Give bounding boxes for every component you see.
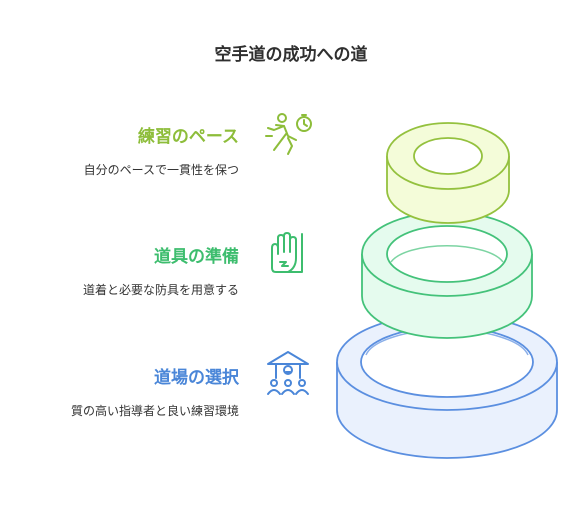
step-pace-heading: 練習のペース [137, 127, 239, 147]
ring-top [386, 122, 510, 224]
step-equipment-heading: 道具の準備 [154, 247, 239, 267]
running-stopwatch-icon [265, 113, 312, 155]
step-dojo-heading: 道場の選択 [154, 368, 239, 388]
step-pace-description: 自分のペースで一貫性を保つ [83, 163, 239, 177]
step-dojo-description: 質の高い指導者と良い練習環境 [70, 404, 239, 418]
glove-hand-icon [271, 232, 303, 273]
dojo-group-icon [267, 351, 309, 395]
diagram-title: 空手道の成功への道 [214, 45, 368, 65]
step-equipment-description: 道着と必要な防具を用意する [82, 283, 239, 297]
ring-middle [361, 211, 533, 339]
ring-bottom [336, 313, 558, 459]
